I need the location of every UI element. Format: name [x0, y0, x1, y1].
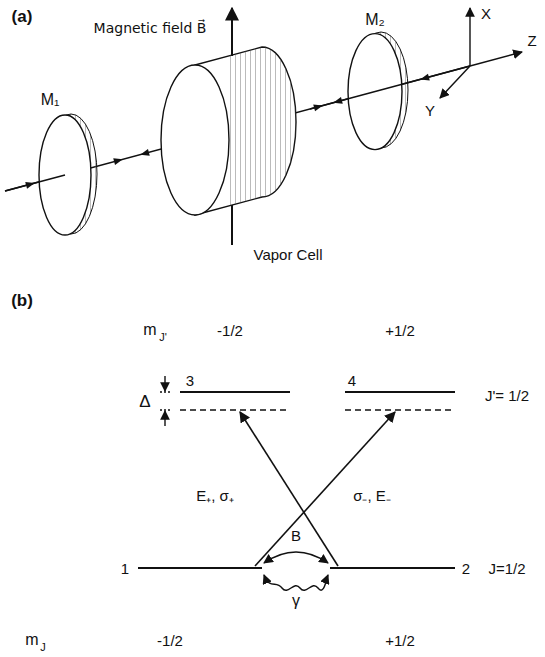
level-number: 3: [186, 373, 194, 388]
virtual-levels: [180, 409, 455, 410]
quantum-subscript: J: [40, 642, 46, 653]
coupling-label: B: [291, 528, 301, 543]
sublevel-value: +1/2: [385, 633, 415, 648]
axis-label: X: [481, 6, 491, 21]
sublevel-value: -1/2: [157, 633, 183, 648]
mirror-m2: [310, 32, 470, 150]
level-number: 4: [348, 373, 356, 388]
panel-label: (a): [12, 8, 33, 25]
energy-levels: [138, 392, 455, 568]
quantum-number: m: [25, 632, 38, 648]
level-value: J'= 1/2: [485, 388, 529, 403]
relaxation-label: γ: [292, 593, 300, 609]
mirror-m1: [5, 114, 97, 235]
level-value: J=1/2: [488, 561, 525, 576]
axes: [440, 8, 522, 98]
cell-label: Vapor Cell: [254, 247, 323, 262]
field-line: [231, 205, 233, 245]
field-component: E₊, σ₊: [196, 488, 234, 503]
quantum-subscript: J': [159, 332, 167, 343]
transitions: [240, 412, 395, 566]
quantum-number: m: [143, 322, 156, 338]
field-arrow: [231, 8, 233, 56]
sublevel-value: +1/2: [385, 323, 415, 338]
level-number: 1: [121, 561, 129, 576]
relaxation-wave: [264, 575, 328, 590]
beam-arrows: [25, 74, 430, 189]
level-number: 2: [462, 561, 470, 576]
panel-label: (b): [11, 292, 33, 309]
detuning-arrows: [160, 376, 172, 426]
field-coupling: [264, 552, 328, 563]
vapor-cell: [161, 47, 296, 215]
detuning-symbol: Δ: [139, 393, 150, 410]
sublevel-value: -1/2: [217, 323, 243, 338]
axis-label: Y: [425, 103, 435, 118]
field-component: σ₋, E₋: [353, 488, 391, 503]
field-label: Magnetic field B⃗: [94, 21, 207, 35]
mirror-label: M₂: [365, 12, 385, 28]
axis-label: Z: [527, 33, 536, 48]
mirror-label: M₁: [41, 92, 60, 108]
